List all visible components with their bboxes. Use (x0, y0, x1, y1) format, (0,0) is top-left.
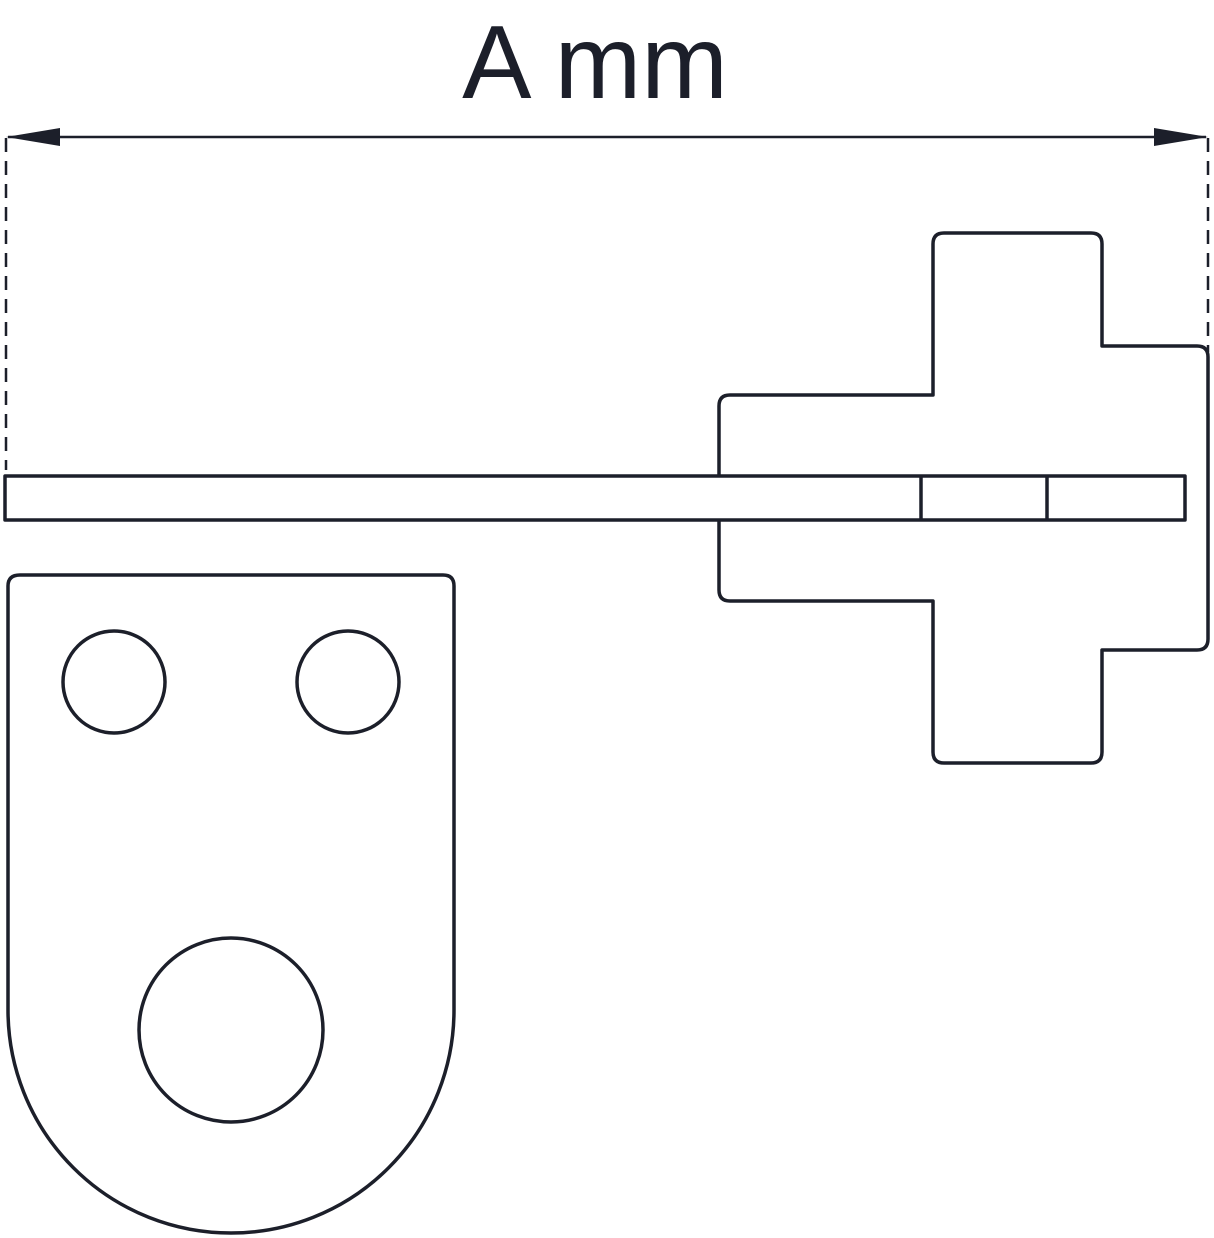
horizontal-bar (3, 474, 1187, 522)
dimension-label: A mm (462, 5, 728, 121)
mounting-hole-left (61, 629, 167, 735)
arrowhead-right (1154, 128, 1208, 146)
mounting-hole-right (295, 629, 401, 735)
center-hole (137, 936, 325, 1124)
base-plate (6, 573, 456, 1235)
arrowhead-left (6, 128, 60, 146)
dimension-line (6, 128, 1208, 146)
